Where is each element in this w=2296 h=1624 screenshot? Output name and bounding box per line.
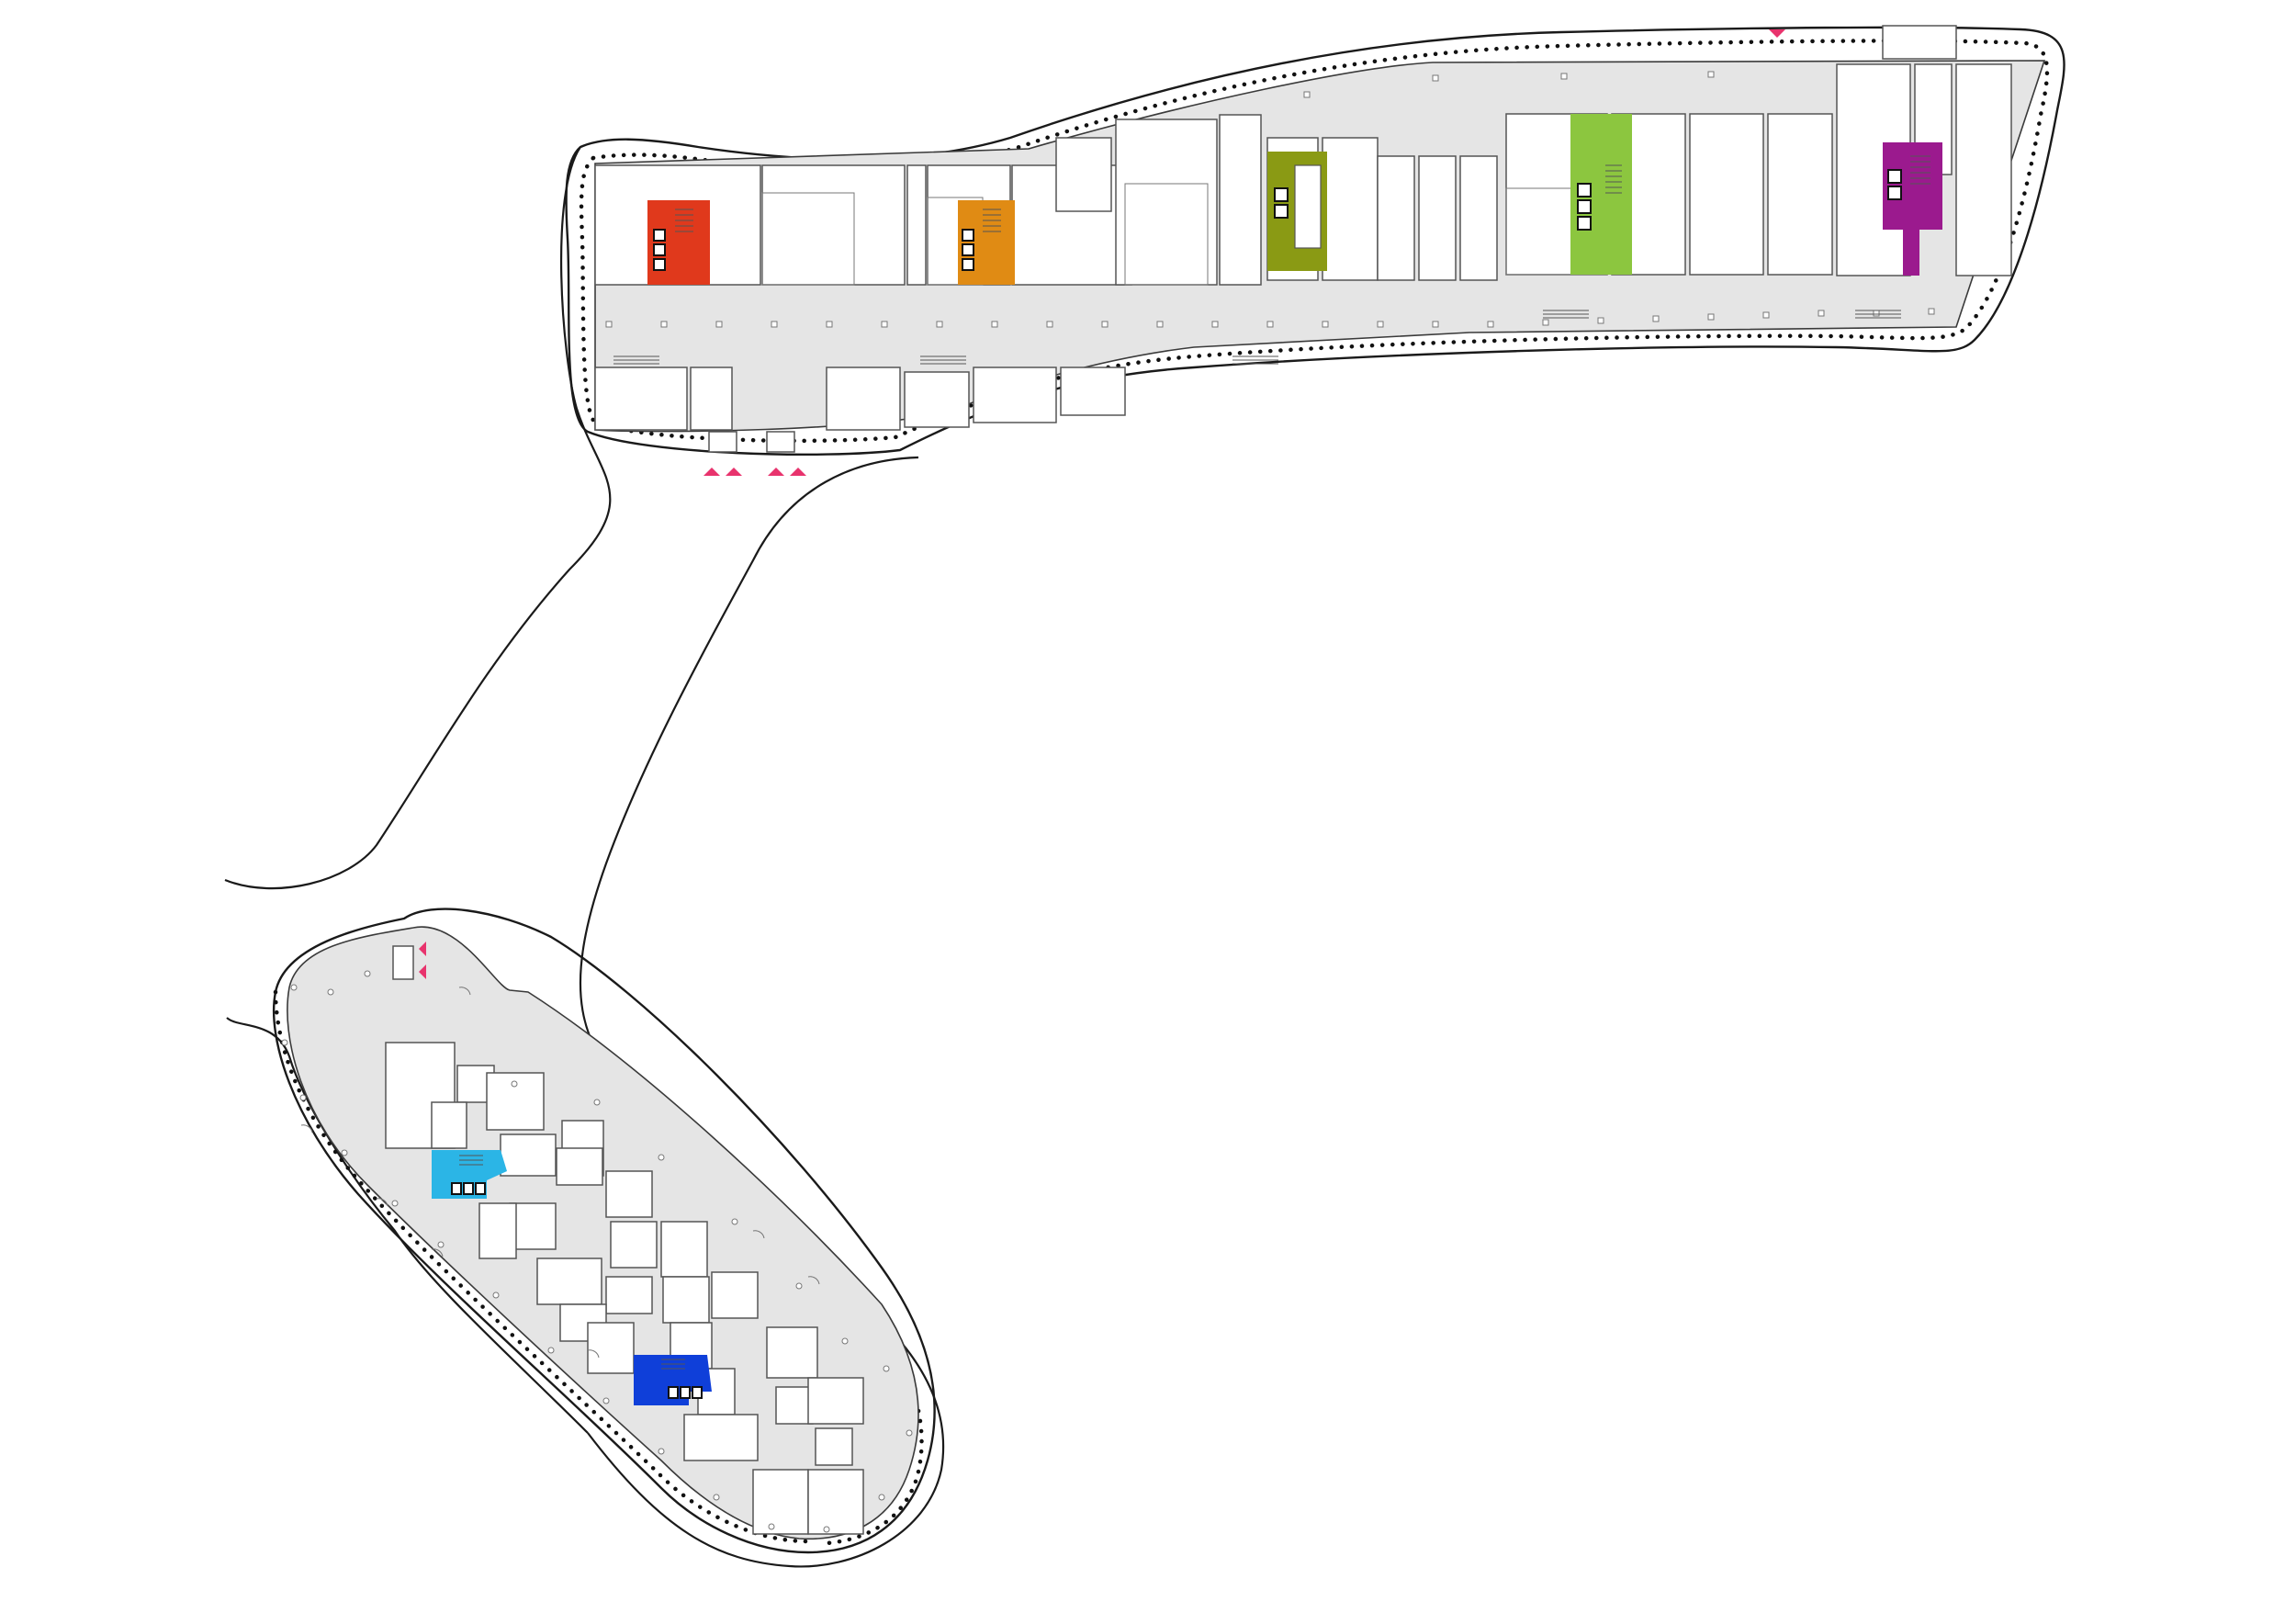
core-lime (1570, 114, 1632, 275)
triangle-marker-icon (419, 964, 426, 979)
triangle-marker-icon (790, 468, 806, 476)
triangle-marker-icon (1769, 29, 1785, 38)
south-wing-doors (300, 987, 820, 1359)
entrance-vestibules (392, 25, 1957, 980)
triangle-marker-icon (726, 468, 742, 476)
triangle-marker-icon (703, 468, 720, 476)
core-blue (634, 1355, 712, 1405)
north-wing-columns (605, 71, 1935, 328)
north-wing-cores (647, 114, 1942, 285)
south-wing-colonnade (273, 989, 811, 1544)
triangle-marker-icon (419, 942, 426, 956)
core-cyan (432, 1150, 507, 1199)
north-wing-stairs (613, 310, 1901, 365)
south-wing-envelope (272, 908, 936, 1554)
triangle-marker-icon (768, 468, 784, 476)
entrance-markers (419, 29, 1785, 979)
south-wing-columns (281, 970, 913, 1533)
core-olive (1267, 152, 1327, 271)
core-red (647, 200, 710, 285)
core-purple (1883, 142, 1942, 276)
connecting-path-west (224, 146, 612, 890)
connecting-path-southwest (226, 1017, 589, 1434)
north-wing-rooms-bottom (594, 367, 1126, 431)
south-wing-cores (432, 1150, 712, 1405)
north-wing-envelope (565, 26, 2065, 457)
core-orange (958, 200, 1015, 285)
